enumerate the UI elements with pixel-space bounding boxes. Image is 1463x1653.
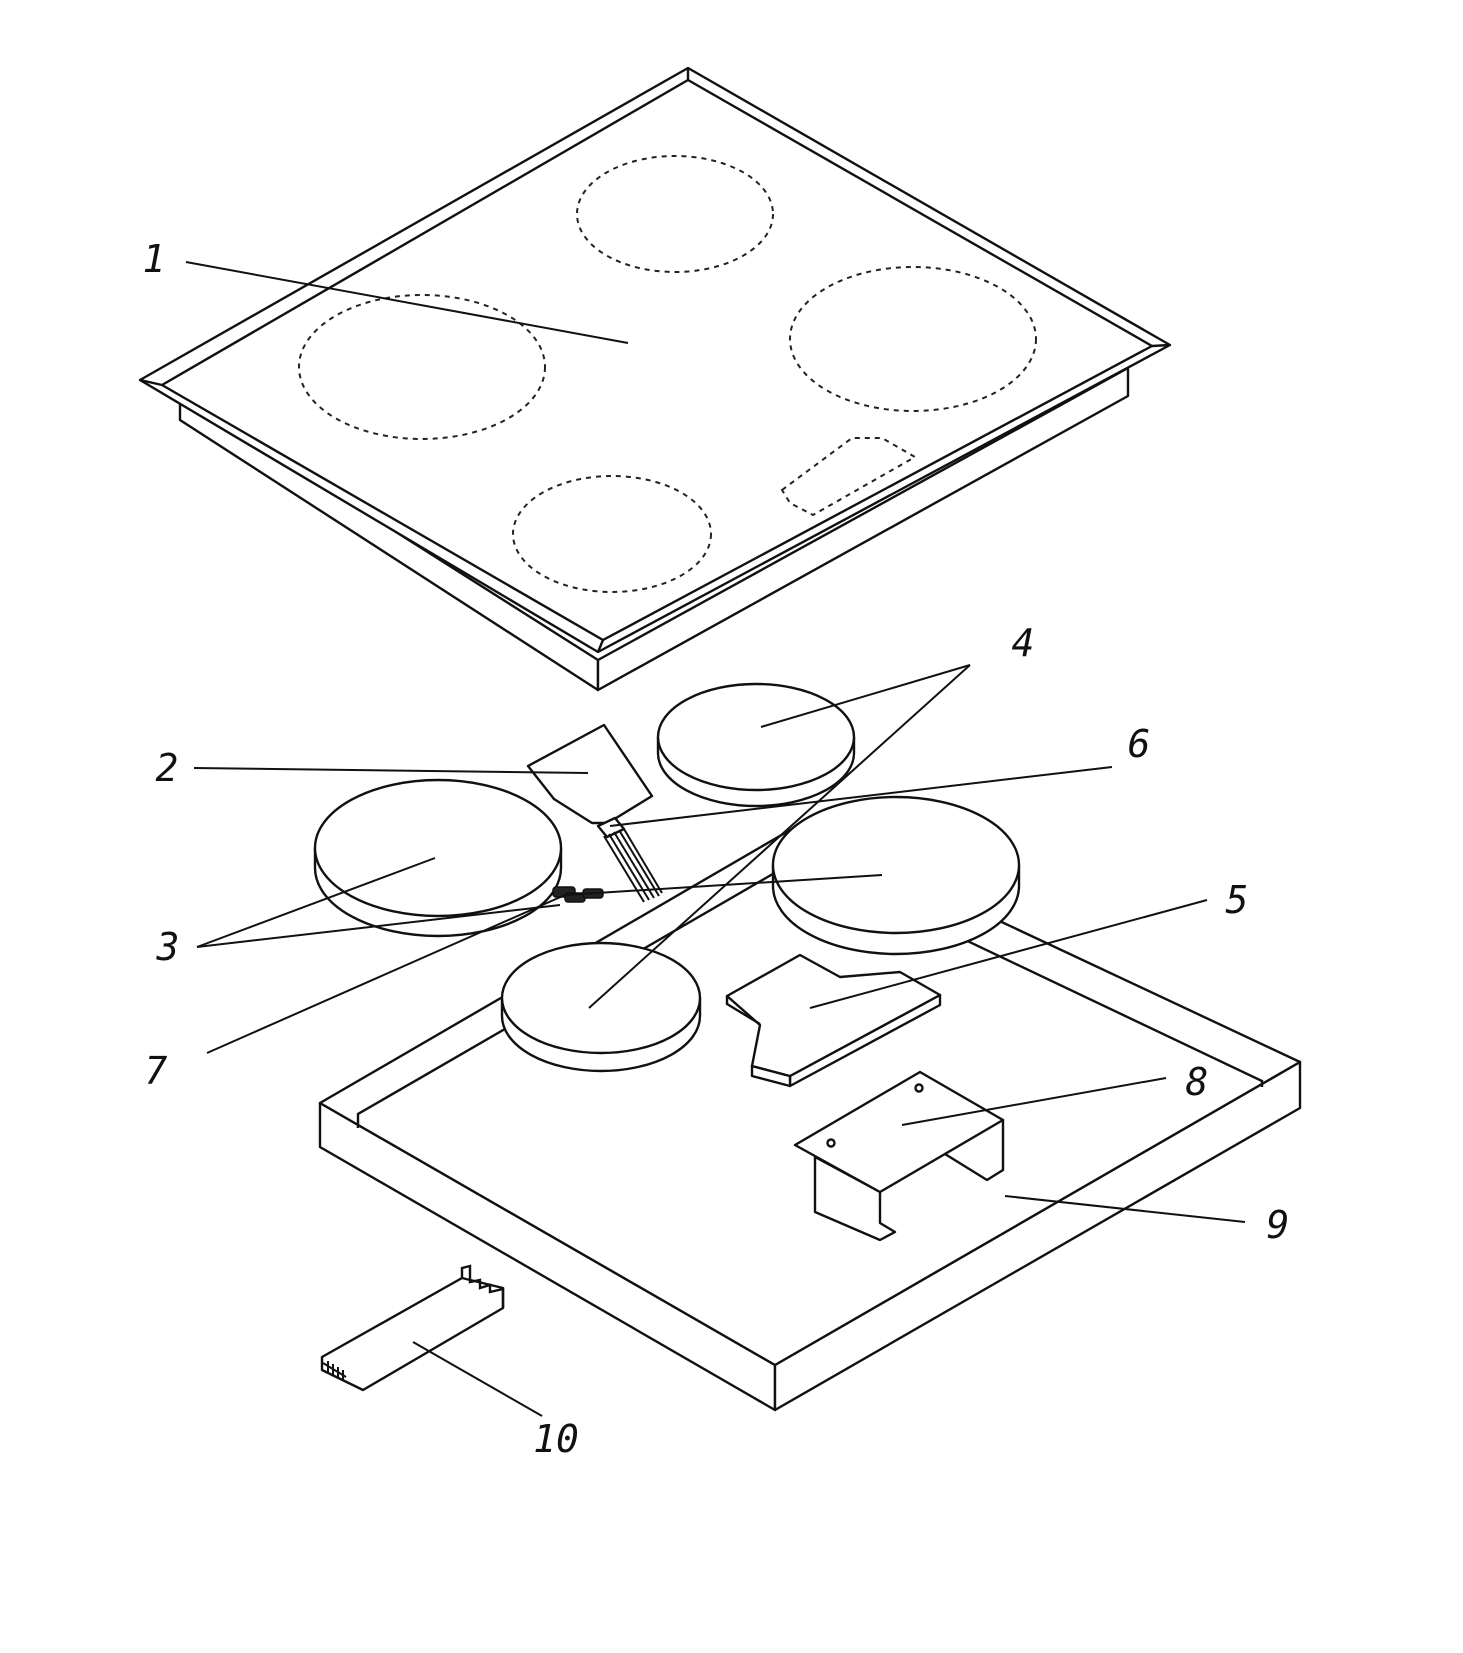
callout-numbers: 1 2 3 4 5 6 7 8 9 10 bbox=[143, 237, 1290, 1461]
plate-left-edge bbox=[725, 996, 761, 1026]
leader-4a bbox=[760, 664, 971, 728]
bracket-top-face bbox=[793, 1070, 1005, 1194]
cooking-zone-marking-right bbox=[789, 266, 1037, 412]
leader-6 bbox=[609, 766, 1113, 827]
glass-top-plate bbox=[138, 66, 1172, 692]
heater-right-large bbox=[771, 795, 1021, 956]
leader-2 bbox=[193, 767, 589, 774]
leader-10 bbox=[412, 1341, 543, 1417]
plate-top-face bbox=[725, 953, 942, 1078]
leader-1 bbox=[185, 261, 629, 344]
heater-front-small bbox=[500, 941, 702, 1073]
frame-corner-left bbox=[139, 378, 163, 387]
control-board bbox=[526, 723, 654, 825]
callout-9: 9 bbox=[1267, 1203, 1290, 1247]
leader-3b bbox=[196, 904, 561, 948]
bracket-hole-1 bbox=[826, 1138, 836, 1148]
heater-right-top bbox=[771, 795, 1021, 935]
frame-corner-bottom bbox=[596, 639, 605, 653]
small-board-pins bbox=[322, 1361, 347, 1381]
callout-4: 4 bbox=[1012, 621, 1035, 665]
leader-5 bbox=[809, 899, 1208, 1009]
leader-7a bbox=[206, 894, 566, 1054]
heater-left-large bbox=[313, 778, 563, 938]
callout-1: 1 bbox=[143, 237, 166, 281]
cooking-zone-marking-front bbox=[512, 475, 712, 593]
mounting-bracket bbox=[793, 1070, 1005, 1242]
shaped-insulation-plate bbox=[725, 953, 942, 1088]
leader-7b bbox=[564, 874, 883, 896]
leader-9 bbox=[1004, 1195, 1246, 1223]
leader-lines bbox=[185, 261, 1246, 1417]
callout-8: 8 bbox=[1186, 1060, 1209, 1104]
callout-6: 6 bbox=[1128, 722, 1151, 766]
cooking-zone-marking-back bbox=[576, 155, 774, 273]
top-plate-skirt-right bbox=[596, 366, 1130, 692]
small-circuit-board bbox=[320, 1264, 505, 1392]
callout-10: 10 bbox=[533, 1417, 579, 1461]
leader-3a bbox=[196, 857, 436, 948]
top-plate-inner-surface bbox=[160, 78, 1154, 642]
callout-3: 3 bbox=[156, 925, 180, 969]
callout-5: 5 bbox=[1226, 878, 1249, 922]
callout-7: 7 bbox=[145, 1049, 168, 1093]
small-board-back-flange bbox=[460, 1264, 505, 1308]
frame-corner-right bbox=[1151, 343, 1171, 348]
heater-left-top bbox=[313, 778, 563, 918]
leader-8 bbox=[901, 1077, 1167, 1126]
small-board-plate bbox=[320, 1276, 505, 1392]
cooking-zone-marking-left bbox=[298, 294, 546, 440]
bracket-hole-2 bbox=[914, 1083, 924, 1093]
heater-back-small bbox=[656, 682, 856, 808]
control-board-plate bbox=[526, 723, 654, 825]
callout-2: 2 bbox=[156, 746, 179, 790]
heater-back-top bbox=[656, 682, 856, 792]
leader-4b bbox=[588, 664, 971, 1009]
